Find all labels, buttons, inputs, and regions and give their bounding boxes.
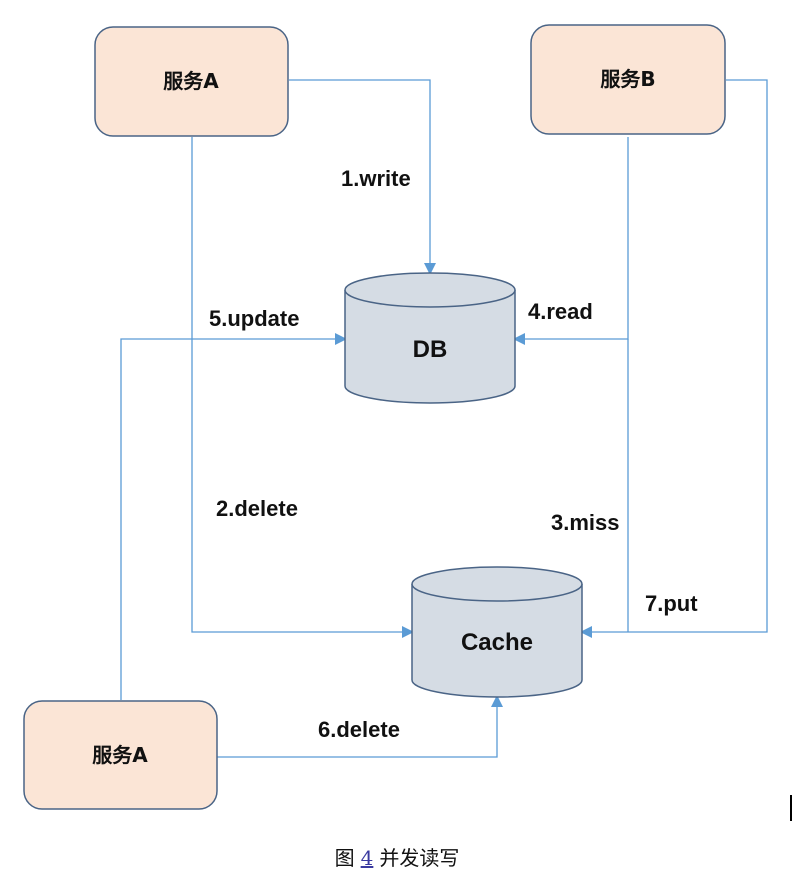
edge-update [120, 333, 347, 700]
label-read: 4.read [528, 299, 593, 324]
caption-text: 并发读写 [379, 846, 460, 870]
db-label: DB [413, 336, 448, 363]
service-b-label: 服务B [600, 67, 655, 91]
concurrent-rw-diagram: 服务A 服务B 服务A DB Cache 1.write 4.read 5.up… [23, 24, 768, 810]
label-write: 1.write [341, 166, 411, 191]
edge-delete-first [191, 137, 414, 638]
caption-figure-number: 4 [360, 846, 374, 870]
edge-put [580, 79, 768, 638]
label-delete-first: 2.delete [216, 496, 298, 521]
service-a-top-label: 服务A [163, 69, 219, 93]
label-miss: 3.miss [551, 510, 620, 535]
cache-cylinder: Cache [411, 566, 583, 698]
cache-label: Cache [461, 629, 533, 656]
service-a-bottom-label: 服务A [92, 743, 148, 767]
service-b-box: 服务B [530, 24, 726, 135]
edge-delete-second [217, 695, 503, 758]
label-put: 7.put [645, 591, 698, 616]
label-delete-second: 6.delete [318, 717, 400, 742]
edge-write [289, 79, 436, 275]
service-a-top-box: 服务A [94, 26, 289, 137]
caption-prefix: 图 [334, 846, 355, 870]
label-update: 5.update [209, 306, 299, 331]
db-cylinder: DB [344, 272, 516, 404]
text-cursor [790, 795, 792, 821]
service-a-bottom-box: 服务A [23, 700, 218, 810]
